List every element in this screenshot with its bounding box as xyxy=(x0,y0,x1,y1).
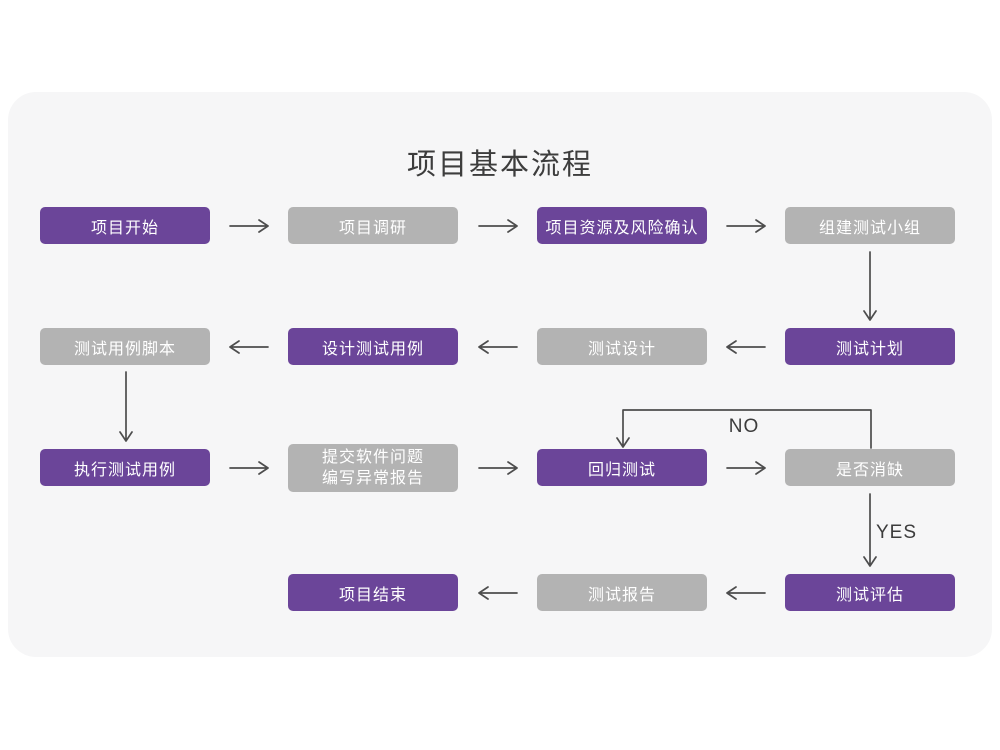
node-label: 项目结束 xyxy=(338,586,407,604)
edge-label-no: NO xyxy=(728,416,760,437)
node-label: 是否消缺 xyxy=(835,461,904,479)
node-project-research: 项目调研 xyxy=(288,207,458,244)
node-label: 设计测试用例 xyxy=(321,340,424,358)
edge-label-yes: YES xyxy=(876,522,918,543)
node-label: 测试报告 xyxy=(587,586,656,604)
node-project-start: 项目开始 xyxy=(40,207,210,244)
node-submit-issue: 提交软件问题 编写异常报告 xyxy=(288,444,458,492)
node-project-end: 项目结束 xyxy=(288,574,458,611)
node-case-script: 测试用例脚本 xyxy=(40,328,210,365)
node-label: 项目调研 xyxy=(338,219,407,237)
node-defect-cleared: 是否消缺 xyxy=(785,449,955,486)
node-test-plan: 测试计划 xyxy=(785,328,955,365)
node-resource-risk: 项目资源及风险确认 xyxy=(537,207,707,244)
node-design-case: 设计测试用例 xyxy=(288,328,458,365)
node-label: 项目资源及风险确认 xyxy=(545,219,699,237)
flowchart-card xyxy=(8,92,992,657)
node-test-design: 测试设计 xyxy=(537,328,707,365)
node-test-evaluate: 测试评估 xyxy=(785,574,955,611)
diagram-title: 项目基本流程 xyxy=(406,149,593,181)
node-regression-test: 回归测试 xyxy=(537,449,707,486)
node-label: 执行测试用例 xyxy=(73,461,176,479)
node-execute-case: 执行测试用例 xyxy=(40,449,210,486)
node-label: 组建测试小组 xyxy=(818,219,921,237)
node-build-team: 组建测试小组 xyxy=(785,207,955,244)
node-test-report: 测试报告 xyxy=(537,574,707,611)
node-label: 回归测试 xyxy=(587,461,656,479)
node-label: 测试计划 xyxy=(835,340,904,358)
node-label: 测试用例脚本 xyxy=(73,340,176,358)
node-label: 测试评估 xyxy=(835,586,904,604)
node-label: 提交软件问题 编写异常报告 xyxy=(321,449,424,487)
node-label: 项目开始 xyxy=(90,219,159,237)
node-label: 测试设计 xyxy=(587,340,656,358)
